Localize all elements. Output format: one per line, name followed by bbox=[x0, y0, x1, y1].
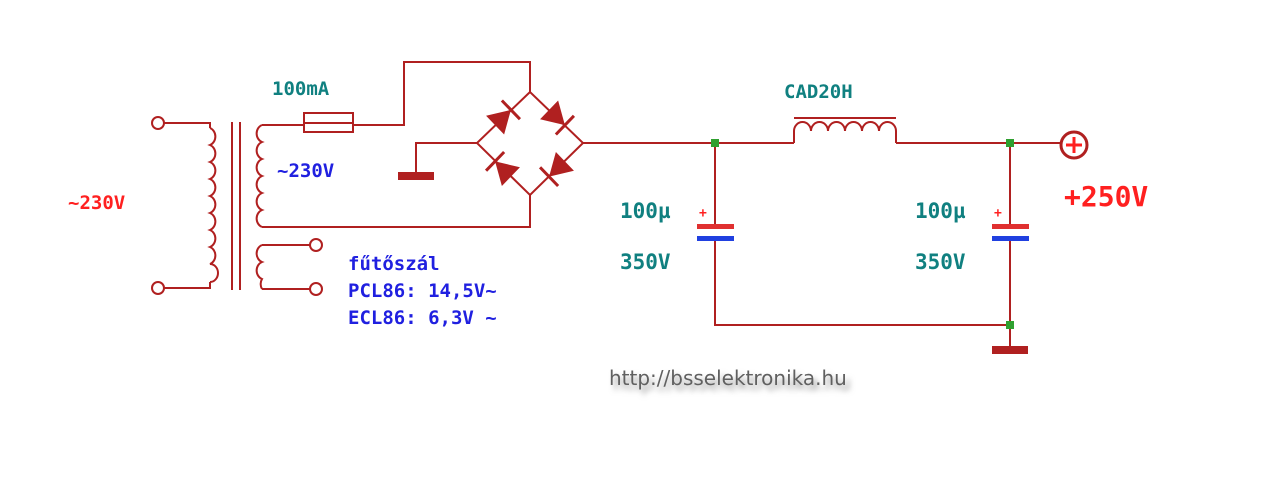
cap2-value-label: 100µ bbox=[915, 199, 966, 223]
watermark-url: http://bsselektronika.hu bbox=[609, 366, 847, 390]
junction-dot bbox=[711, 139, 719, 147]
junction-dot bbox=[1006, 321, 1014, 329]
heater-winding bbox=[255, 244, 265, 290]
primary-lead-bottom bbox=[164, 282, 211, 289]
diode-icon bbox=[484, 150, 520, 186]
cap1-minus-plate bbox=[697, 236, 734, 241]
bridge-negative-lead bbox=[415, 142, 477, 172]
circled-plus-icon bbox=[1059, 130, 1089, 160]
output-voltage-label: +250V bbox=[1064, 180, 1148, 213]
fuse-icon bbox=[303, 61, 531, 133]
cap1-plus-sign: + bbox=[699, 206, 707, 221]
primary-terminal-bottom bbox=[151, 281, 165, 295]
ground-icon bbox=[992, 346, 1028, 354]
cap1-value-label: 100µ bbox=[620, 199, 671, 223]
transformer-icon bbox=[151, 116, 531, 296]
heater-terminal-top bbox=[309, 238, 323, 252]
fuse-rating-label: 100mA bbox=[272, 78, 330, 100]
bridge-rectifier bbox=[398, 90, 585, 197]
heater-terminal-bottom bbox=[309, 282, 323, 296]
watermark-url-shadow: http://bsselektronika.hu bbox=[613, 371, 851, 395]
cap2-plus-sign: + bbox=[994, 206, 1002, 221]
heater-pcl-label: PCL86: 14,5V~ bbox=[348, 280, 497, 302]
cap2-minus-plate bbox=[992, 236, 1029, 241]
diode-icon bbox=[540, 100, 576, 136]
heater-ecl-label: ECL86: 6,3V ~ bbox=[348, 307, 497, 329]
junction-dot bbox=[1006, 139, 1014, 147]
secondary-lead-bottom bbox=[262, 195, 531, 228]
inductor-icon bbox=[793, 117, 897, 143]
primary-winding bbox=[207, 127, 219, 283]
capacitor-1 bbox=[697, 143, 1010, 326]
cap2-voltage-label: 350V bbox=[915, 250, 966, 274]
primary-terminal-top bbox=[151, 116, 165, 130]
secondary-winding bbox=[255, 124, 265, 228]
ground-icon bbox=[398, 172, 434, 180]
cap2-plus-plate bbox=[992, 224, 1029, 229]
diode-icon bbox=[486, 99, 522, 135]
cap1-plus-plate bbox=[697, 224, 734, 229]
primary-lead-top bbox=[164, 122, 211, 128]
cap1-voltage-label: 350V bbox=[620, 250, 671, 274]
diode-icon bbox=[538, 152, 574, 188]
bridge-outline bbox=[475, 90, 585, 197]
heater-title-label: fűtőszál bbox=[348, 253, 440, 275]
mains-input-label: ~230V bbox=[68, 192, 125, 214]
secondary-voltage-label: ~230V bbox=[277, 160, 334, 182]
choke-label: CAD20H bbox=[784, 81, 853, 103]
